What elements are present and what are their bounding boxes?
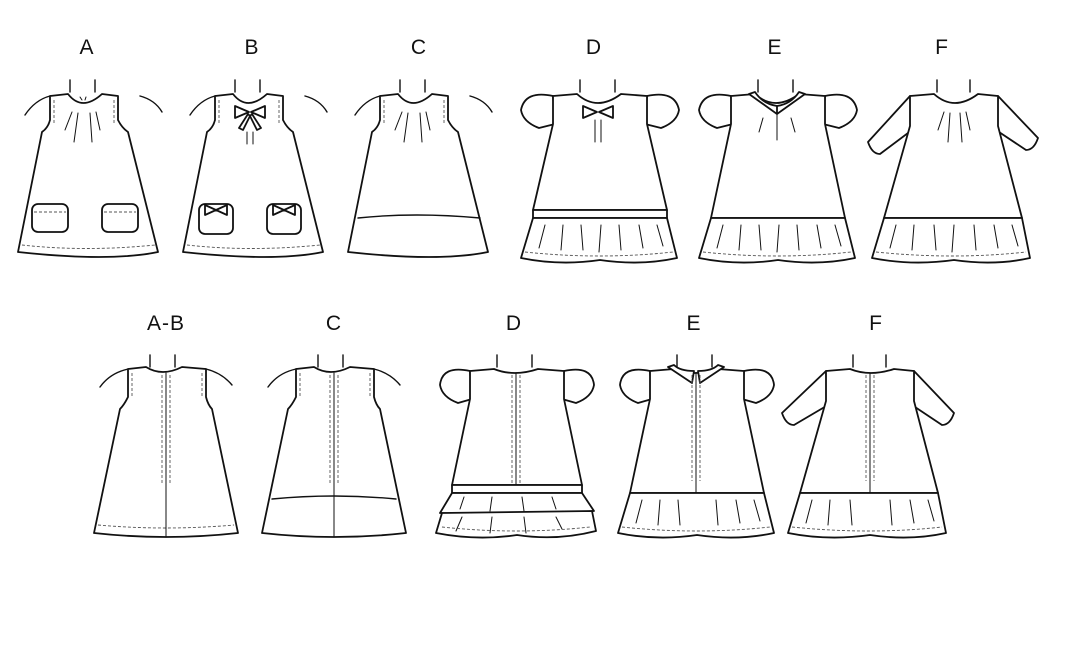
dress-c-front-illustration (347, 79, 493, 258)
view-label-back-ab: A-B (146, 312, 186, 335)
dress-ab-back-illustration (93, 354, 239, 538)
view-label-front-e: E (767, 36, 783, 59)
view-label-front-d: D (585, 36, 603, 59)
view-label-front-f: F (935, 36, 949, 59)
dress-f-back-illustration (781, 354, 955, 539)
view-label-front-a: A (79, 36, 95, 59)
view-label-back-c: C (325, 312, 343, 335)
dress-b-front-illustration (182, 79, 328, 258)
view-label-front-c: C (410, 36, 428, 59)
view-label-back-e: E (686, 312, 702, 335)
dress-e-back-illustration (617, 354, 775, 539)
dress-a-front-illustration (17, 79, 163, 258)
view-label-back-d: D (505, 312, 523, 335)
dress-f-front-illustration (867, 79, 1039, 264)
dress-d-front-illustration (520, 79, 680, 264)
bow-icon (234, 105, 266, 131)
dress-c-back-illustration (261, 354, 407, 538)
view-label-front-b: B (244, 36, 260, 59)
dress-e-front-illustration (698, 79, 858, 264)
dress-d-back-illustration (435, 354, 597, 539)
view-label-back-f: F (869, 312, 883, 335)
